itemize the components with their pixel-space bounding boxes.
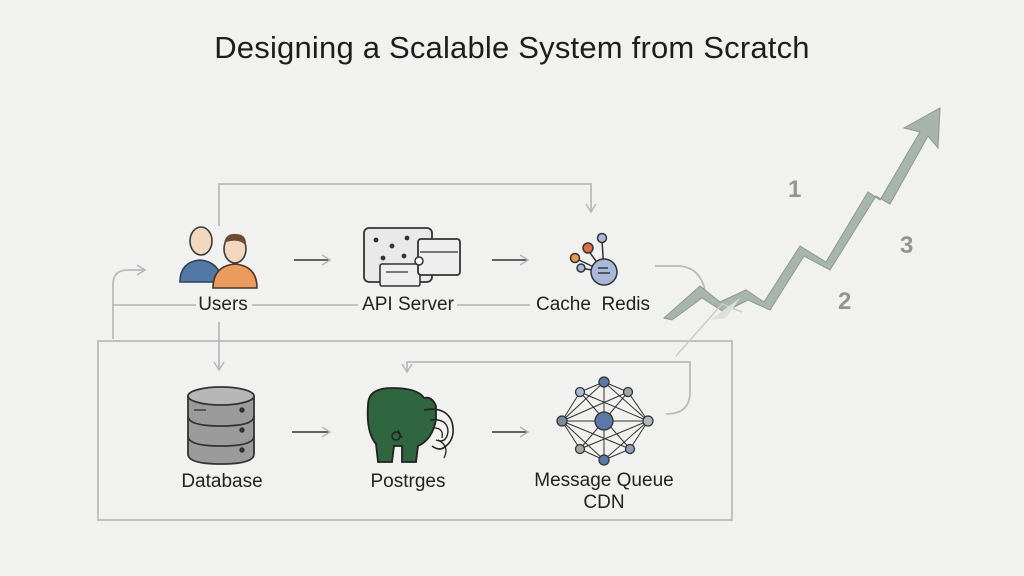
label-cache-redis: Cache Redis xyxy=(535,294,651,315)
message-queue-network-icon xyxy=(556,376,654,466)
database-icon xyxy=(187,386,255,465)
queue-loop-connector xyxy=(401,361,691,415)
top-row-baseline xyxy=(112,264,147,339)
label-message-queue: Message Queue xyxy=(534,470,674,491)
cache-bracket-connector xyxy=(655,265,706,291)
postgres-elephant-icon xyxy=(366,387,454,463)
step-number-1: 1 xyxy=(788,176,802,203)
label-api-server: API Server xyxy=(362,294,454,315)
users-to-cache-connector xyxy=(218,183,597,226)
cache-redis-icon xyxy=(569,232,618,286)
page-title: Designing a Scalable System from Scratch xyxy=(214,30,810,65)
users-icon xyxy=(179,226,258,289)
trend-arrow-icon xyxy=(662,107,941,357)
step-number-3: 3 xyxy=(900,232,914,259)
label-postgres: Postrges xyxy=(370,471,446,492)
api-server-icon xyxy=(363,227,461,287)
lower-row-frame xyxy=(97,340,733,521)
flow-arrows xyxy=(292,254,530,438)
connector-lines xyxy=(97,183,733,521)
label-database: Database xyxy=(181,471,263,492)
label-users: Users xyxy=(198,294,248,315)
label-cdn: CDN xyxy=(583,492,625,513)
step-number-2: 2 xyxy=(838,288,852,315)
